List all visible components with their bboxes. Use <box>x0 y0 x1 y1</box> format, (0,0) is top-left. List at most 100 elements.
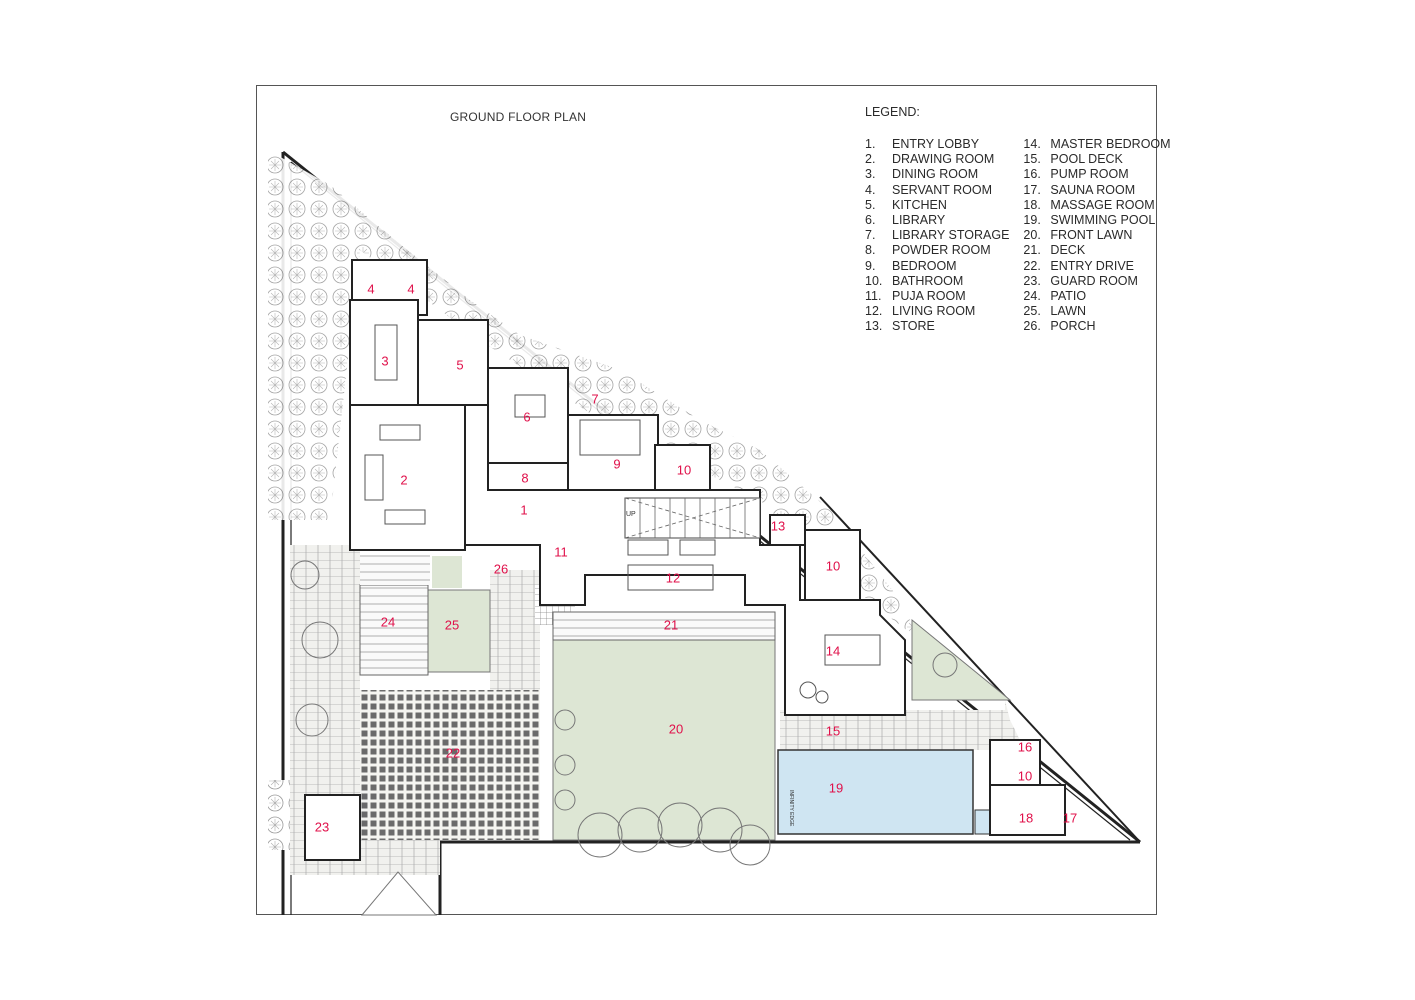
room-number-labels: 4 4 3 5 6 7 2 8 9 10 1 13 11 26 12 10 24… <box>315 281 1077 834</box>
legend-item: 19.SWIMMING POOL <box>1023 213 1170 228</box>
room-label: 16 <box>1018 739 1032 754</box>
legend-item-label: LAWN <box>1050 304 1087 319</box>
room-label: 26 <box>494 561 508 576</box>
legend-item-number: 10. <box>865 273 883 288</box>
room-label: 2 <box>400 472 407 487</box>
legend-item-number: 8. <box>865 243 876 258</box>
legend-item-number: 16. <box>1023 167 1041 182</box>
legend-item-number: 20. <box>1023 228 1041 243</box>
room-label: 20 <box>669 721 683 736</box>
room-label: 12 <box>666 570 680 585</box>
lawns <box>427 556 1012 841</box>
drawing-sheet-border <box>256 85 1157 915</box>
building-walls <box>304 259 1066 861</box>
legend-item-label: MASTER BEDROOM <box>1050 137 1171 151</box>
legend-item-label: DECK <box>1050 243 1086 258</box>
legend-item-label: LIBRARY STORAGE <box>892 228 1010 243</box>
legend-item: 21. DECK <box>1023 243 1170 258</box>
legend-item-label: BEDROOM <box>892 258 957 273</box>
legend-item: 8. POWDER ROOM <box>865 243 1009 258</box>
legend-item-number: 11. <box>865 288 882 303</box>
room-label: 17 <box>1063 810 1077 825</box>
room-label: 24 <box>381 614 395 629</box>
legend-item: 26. PORCH <box>1023 319 1170 334</box>
room-label: 25 <box>445 617 459 632</box>
legend-item: 18. MASSAGE ROOM <box>1023 198 1170 213</box>
legend-item: 4. SERVANT ROOM <box>865 183 1009 198</box>
room-label: 3 <box>381 353 388 368</box>
legend-item: 25. LAWN <box>1023 304 1170 319</box>
legend-item: 6.LIBRARY <box>865 213 1009 228</box>
legend-item-number: 24. <box>1023 288 1041 303</box>
legend-item-number: 6. <box>865 212 876 227</box>
legend-item: 12. LIVING ROOM <box>865 304 1009 319</box>
legend-item-number: 25. <box>1023 304 1041 319</box>
legend-item-number: 7. <box>865 228 876 243</box>
legend-item-label: PORCH <box>1050 319 1096 334</box>
legend-item: 7. LIBRARY STORAGE <box>865 228 1009 243</box>
legend-item-label: PUJA ROOM <box>892 288 966 303</box>
legend-item-number: 26. <box>1023 319 1041 334</box>
legend-item: 22. ENTRY DRIVE <box>1023 259 1170 274</box>
legend-item-number: 18. <box>1023 197 1041 212</box>
room-label: 1 <box>520 502 527 517</box>
legend-item-label: ENTRY LOBBY <box>892 137 980 151</box>
legend-item: 11. PUJA ROOM <box>865 289 1009 304</box>
infinity-edge-note: INFINITY EDGE <box>788 790 794 827</box>
legend-item-number: 12. <box>865 304 883 319</box>
legend-item-number: 2. <box>865 152 876 167</box>
legend-item: 3.DINING ROOM <box>865 167 1009 182</box>
room-label: 22 <box>446 745 460 760</box>
legend-item: 1. ENTRY LOBBY <box>865 137 1009 152</box>
room-label: 10 <box>1018 768 1032 783</box>
legend-item-number: 17. <box>1023 182 1041 197</box>
legend-item-label: STORE <box>892 319 935 334</box>
legend-item-label: POOL DECK <box>1050 152 1123 167</box>
legend-item-number: 1. <box>865 137 876 151</box>
furniture <box>364 324 881 704</box>
legend-item: 17. SAUNA ROOM <box>1023 183 1170 198</box>
legend-item-number: 22. <box>1023 258 1041 273</box>
legend-item-number: 13. <box>865 319 883 334</box>
legend-item: 2. DRAWING ROOM <box>865 152 1009 167</box>
room-label: 21 <box>664 617 678 632</box>
legend-item-label: DRAWING ROOM <box>892 152 995 167</box>
legend-item: 10. BATHROOM <box>865 274 1009 289</box>
legend-item: 9.BEDROOM <box>865 259 1009 274</box>
room-label: 10 <box>826 558 840 573</box>
legend-item-label: SAUNA ROOM <box>1050 182 1136 197</box>
legend-item-number: 21. <box>1023 243 1041 258</box>
legend-item-label: ENTRY DRIVE <box>1050 258 1135 273</box>
room-label: 13 <box>771 518 785 533</box>
legend-item-number: 15. <box>1023 152 1041 167</box>
legend-item: 16.PUMP ROOM <box>1023 167 1170 182</box>
room-label: 15 <box>826 723 840 738</box>
staircase: UP <box>624 497 761 539</box>
legend-item-number: 3. <box>865 167 876 182</box>
stair-up-label: UP <box>626 511 636 518</box>
legend-item-label: POWDER ROOM <box>892 243 991 258</box>
room-label: 14 <box>826 643 840 658</box>
room-label: 8 <box>521 470 528 485</box>
room-label: 4 <box>367 281 374 296</box>
room-label: 23 <box>315 819 329 834</box>
legend-item-label: PATIO <box>1050 288 1087 303</box>
legend-item-label: LIVING ROOM <box>892 304 976 319</box>
legend-item-label: GUARD ROOM <box>1050 273 1138 288</box>
legend-item-label: MASSAGE ROOM <box>1050 197 1155 212</box>
room-label: 10 <box>677 462 691 477</box>
room-label: 7 <box>591 391 598 406</box>
decks <box>359 555 776 676</box>
legend-item-number: 5. <box>865 197 876 212</box>
legend-item-label: BATHROOM <box>892 273 964 288</box>
legend-item-label: SERVANT ROOM <box>892 182 993 197</box>
legend-item: 5.KITCHEN <box>865 198 1009 213</box>
legend-item-number: 4. <box>865 182 876 197</box>
legend-item: 13. STORE <box>865 319 1009 334</box>
legend-item: 20.FRONT LAWN <box>1023 228 1170 243</box>
legend-item: 14.MASTER BEDROOM <box>1023 137 1170 152</box>
